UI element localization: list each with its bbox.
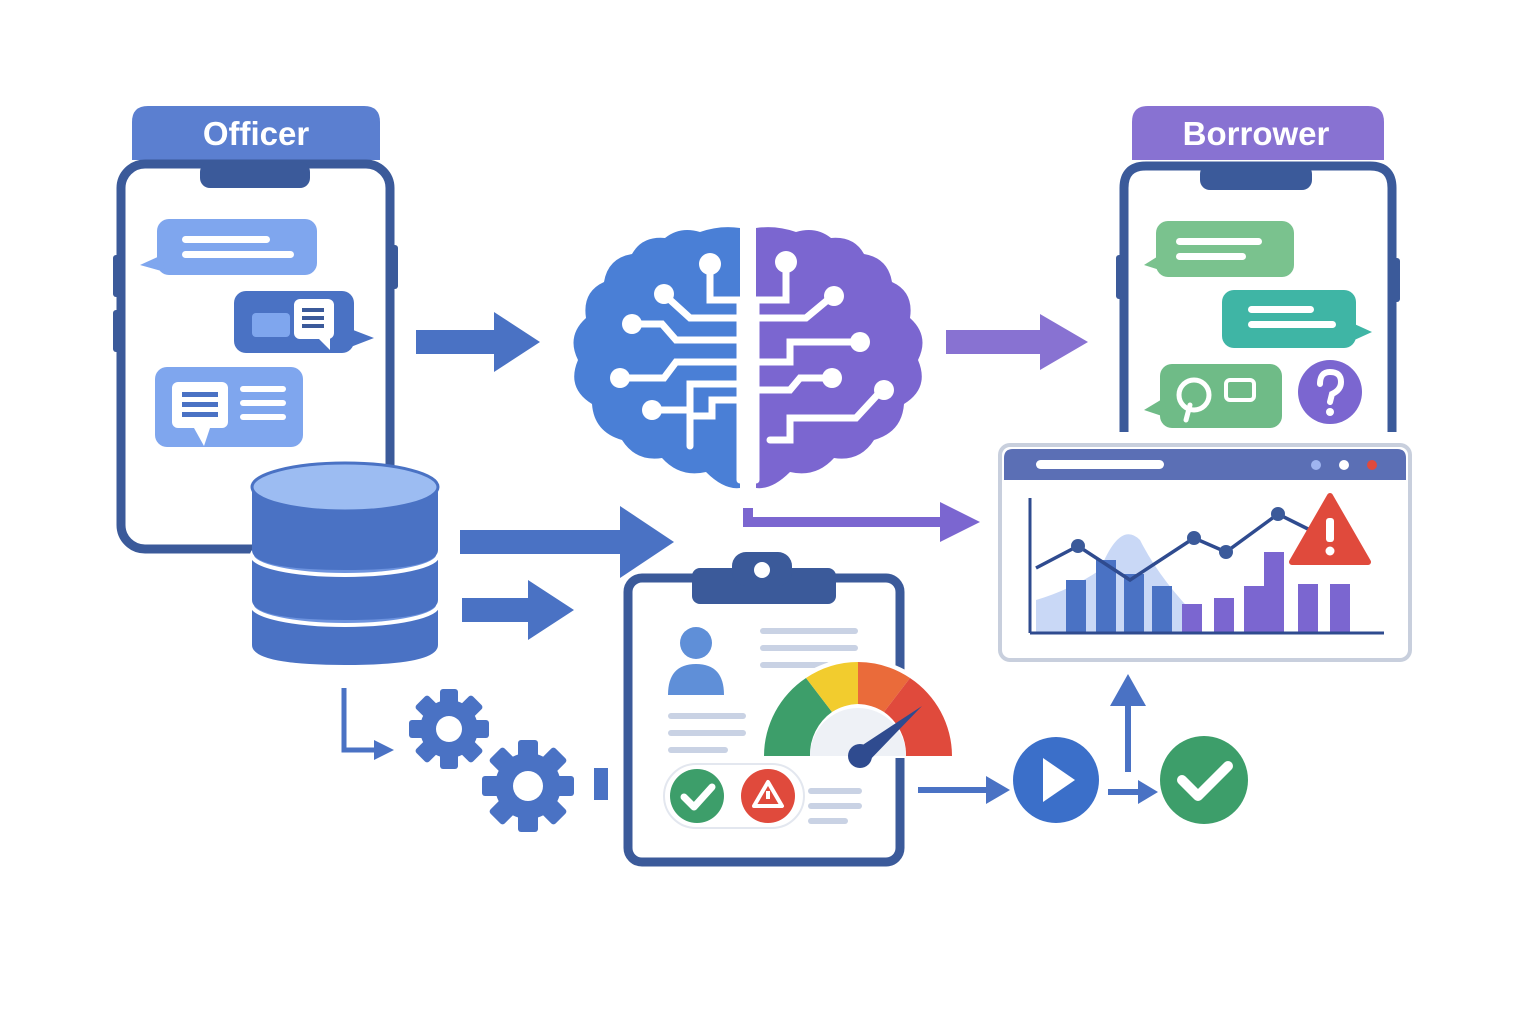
flow-arrow — [460, 506, 674, 578]
flow-arrow — [918, 776, 1010, 804]
flow-arrow — [462, 580, 574, 640]
chat-bubble-icon — [140, 219, 317, 275]
window-dot — [1339, 460, 1349, 470]
connector-stub — [594, 768, 608, 800]
flow-arrow — [946, 314, 1088, 370]
borrower-tab — [1132, 106, 1384, 160]
chat-bubble-icon — [155, 367, 303, 447]
officer-phone: Officer — [113, 106, 398, 554]
chat-bubble-icon — [234, 291, 374, 353]
borrower-phone: Borrower — [1116, 106, 1400, 432]
chat-bubble-icon — [1144, 221, 1294, 277]
flow-arrow — [1108, 674, 1158, 804]
window-dot — [1311, 460, 1321, 470]
officer-phone-side-button — [113, 255, 121, 297]
flow-arrow — [341, 688, 394, 760]
user-profile-icon — [668, 627, 724, 695]
dashboard-window — [998, 443, 1412, 662]
officer-phone-side-button — [390, 245, 398, 289]
flow-arrow — [743, 502, 980, 542]
warning-icon — [741, 769, 795, 823]
flow-arrow — [416, 312, 540, 372]
chat-bubble-icon — [1222, 290, 1372, 348]
borrower-label: Borrower — [1183, 115, 1330, 152]
database-icon — [250, 461, 440, 665]
officer-label: Officer — [203, 115, 310, 152]
clipboard-icon — [623, 552, 905, 867]
alert-triangle-icon — [1289, 493, 1371, 565]
chat-bubble-icon — [1144, 364, 1282, 428]
question-icon — [1298, 360, 1362, 424]
officer-phone-side-button — [113, 310, 121, 352]
officer-phone-notch — [200, 162, 310, 188]
dashboard-title-bar — [1036, 460, 1164, 469]
check-icon — [1160, 736, 1248, 824]
borrower-phone-notch — [1200, 164, 1312, 190]
bar-chart — [1036, 534, 1350, 632]
window-dot — [1367, 460, 1377, 470]
gear-icon — [482, 740, 574, 832]
play-button-icon — [1013, 737, 1099, 823]
borrower-phone-side-button — [1392, 258, 1400, 302]
ai-brain-icon — [573, 227, 923, 489]
check-icon — [670, 769, 724, 823]
risk-gauge-icon — [758, 658, 958, 768]
officer-tab — [132, 106, 380, 160]
borrower-phone-side-button — [1116, 255, 1124, 299]
gear-icon — [409, 689, 489, 769]
line-chart — [1035, 507, 1311, 583]
